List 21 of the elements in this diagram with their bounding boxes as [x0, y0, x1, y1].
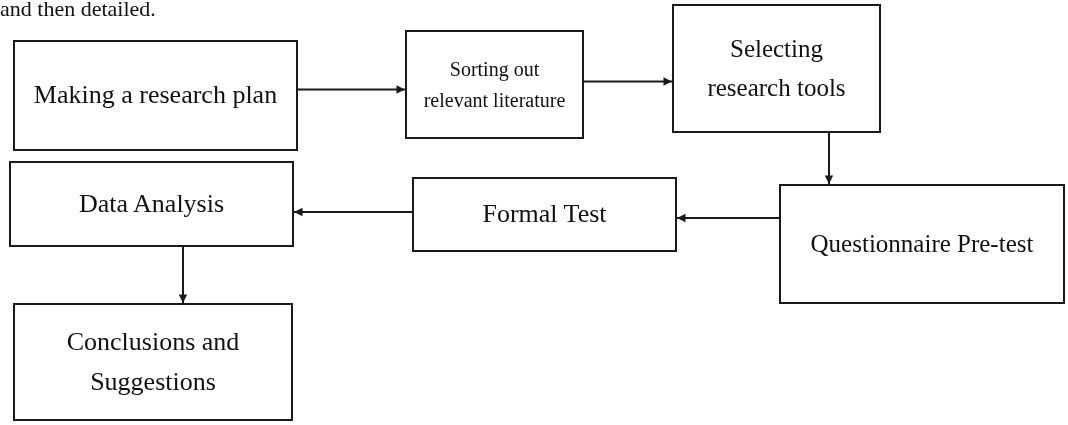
process-box [13, 303, 293, 421]
arrow [293, 207, 413, 217]
note-text: and then detailed. [0, 0, 156, 20]
step-label: Selecting research tools [706, 33, 847, 103]
process-box [412, 177, 677, 252]
step-label: Formal Test [482, 198, 607, 231]
arrow [583, 77, 673, 86]
process-box [405, 30, 584, 139]
arrow [676, 213, 780, 223]
arrow [297, 85, 406, 94]
arrow [178, 246, 188, 304]
arrow [824, 132, 834, 185]
step-label: Data Analysis [78, 187, 225, 220]
process-box [13, 40, 298, 151]
step-label: Sorting out relevant literature [422, 56, 567, 113]
step-label: Questionnaire Pre-test [810, 228, 1034, 259]
process-box [672, 4, 881, 133]
process-box [9, 161, 294, 247]
step-label: Making a research plan [33, 79, 278, 112]
step-label: Conclusions and Suggestions [65, 325, 241, 398]
process-box [779, 184, 1065, 304]
